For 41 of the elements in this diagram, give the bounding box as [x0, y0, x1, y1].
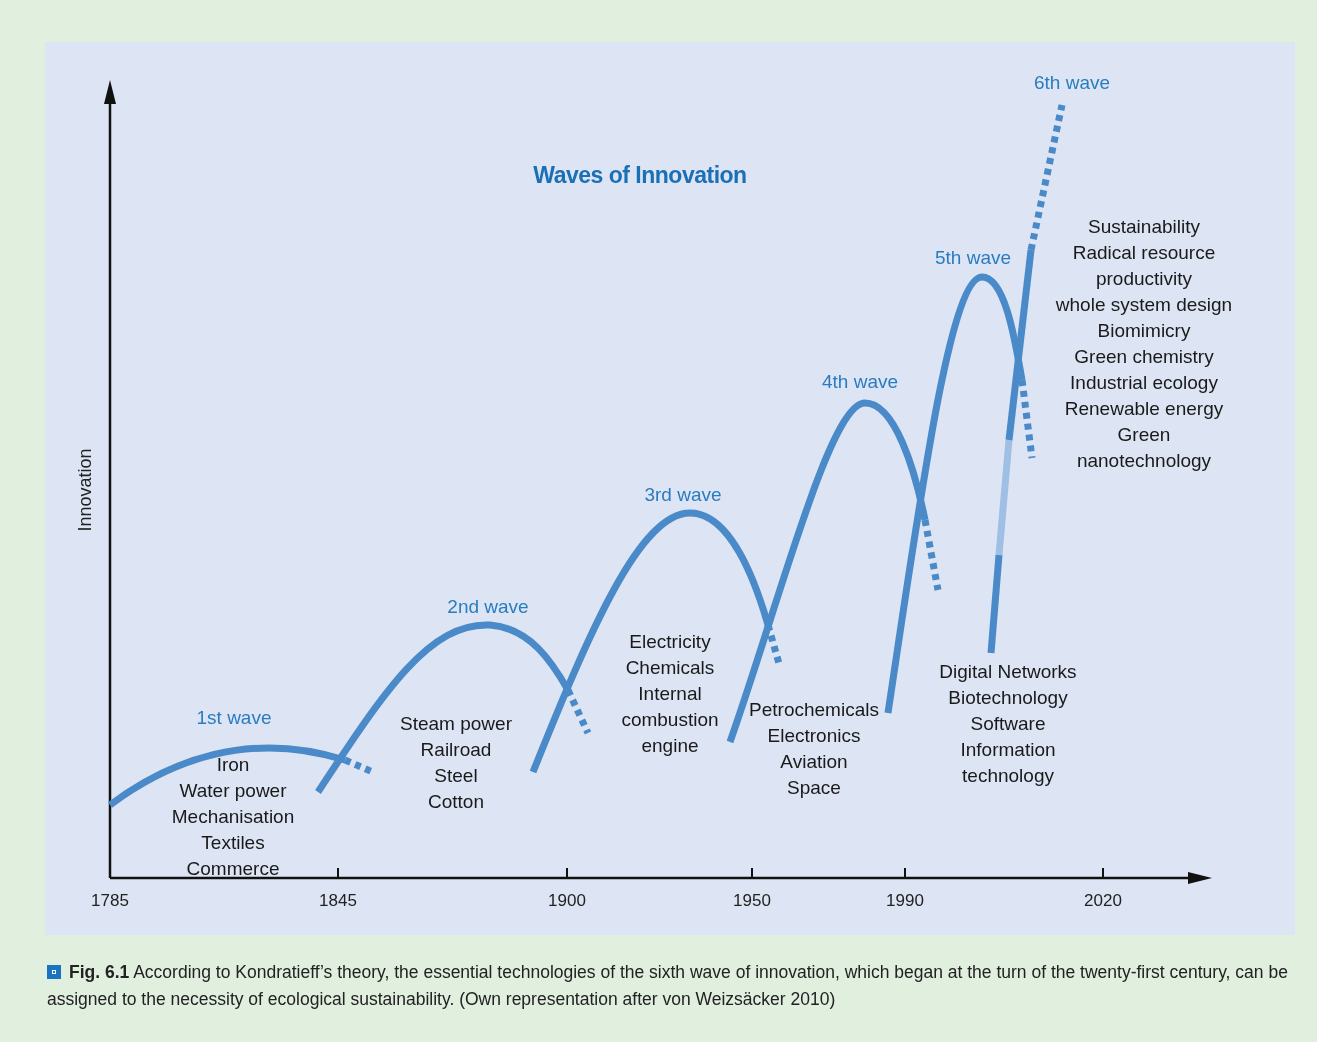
technology-label: Water power	[178, 779, 288, 803]
technology-label: Textiles	[200, 831, 266, 855]
technology-label: Biomimicry	[1096, 319, 1192, 343]
technology-label: Internal combustion engine	[620, 682, 720, 758]
axis-tick-label: 2020	[1084, 890, 1122, 912]
wave-label: 6th wave	[1034, 71, 1110, 95]
axis-label: Innovation	[73, 448, 96, 532]
technology-label: Mechanisation	[170, 805, 296, 829]
technology-label: Green nanotechnology	[1075, 423, 1213, 473]
technology-label: Green chemistry	[1073, 345, 1215, 369]
technology-label: Sustainability	[1087, 215, 1201, 239]
technology-label: Electronics	[766, 724, 862, 748]
axis-tick-label: 1900	[548, 890, 586, 912]
technology-label: Electricity	[628, 630, 712, 654]
technology-label: Industrial ecology	[1069, 371, 1219, 395]
technology-label: Iron	[215, 753, 251, 777]
technology-label: Biotechnology	[947, 686, 1069, 710]
axis-tick-label: 1785	[91, 890, 129, 912]
axis-tick-label: 1845	[319, 890, 357, 912]
technology-label: Chemicals	[624, 656, 716, 680]
wave-label: 5th wave	[935, 246, 1011, 270]
wave-label: 4th wave	[822, 370, 898, 394]
technology-label: Cotton	[427, 790, 485, 814]
technology-label: Steel	[433, 764, 479, 788]
figure-caption: Fig. 6.1 According to Kondratieff’s theory, the essential technologies of the sixth wave of innovation, which began at the turn of the twenty-first century, can be assigned to the necessity of ecological sustainability. (Own representation after von Weizsäcker 2010)	[47, 961, 1289, 1011]
technology-label: Digital Networks	[938, 660, 1078, 684]
chart-title: Waves of Innovation	[533, 161, 747, 190]
technology-label: Software	[969, 712, 1047, 736]
technology-label: Aviation	[779, 750, 849, 774]
axis-tick-label: 1990	[886, 890, 924, 912]
technology-label: Commerce	[185, 857, 281, 881]
wave-label: 3rd wave	[644, 483, 722, 507]
technology-label: Steam power	[399, 712, 513, 736]
technology-label: whole system design	[1054, 293, 1234, 317]
technology-label: Space	[786, 776, 842, 800]
wave-label: 2nd wave	[447, 595, 529, 619]
technology-label: Renewable energy	[1063, 397, 1225, 421]
axis-tick-label: 1950	[733, 890, 771, 912]
technology-label: Railroad	[419, 738, 493, 762]
wave-label: 1st wave	[196, 706, 272, 730]
technology-label: Information technology	[959, 738, 1057, 788]
